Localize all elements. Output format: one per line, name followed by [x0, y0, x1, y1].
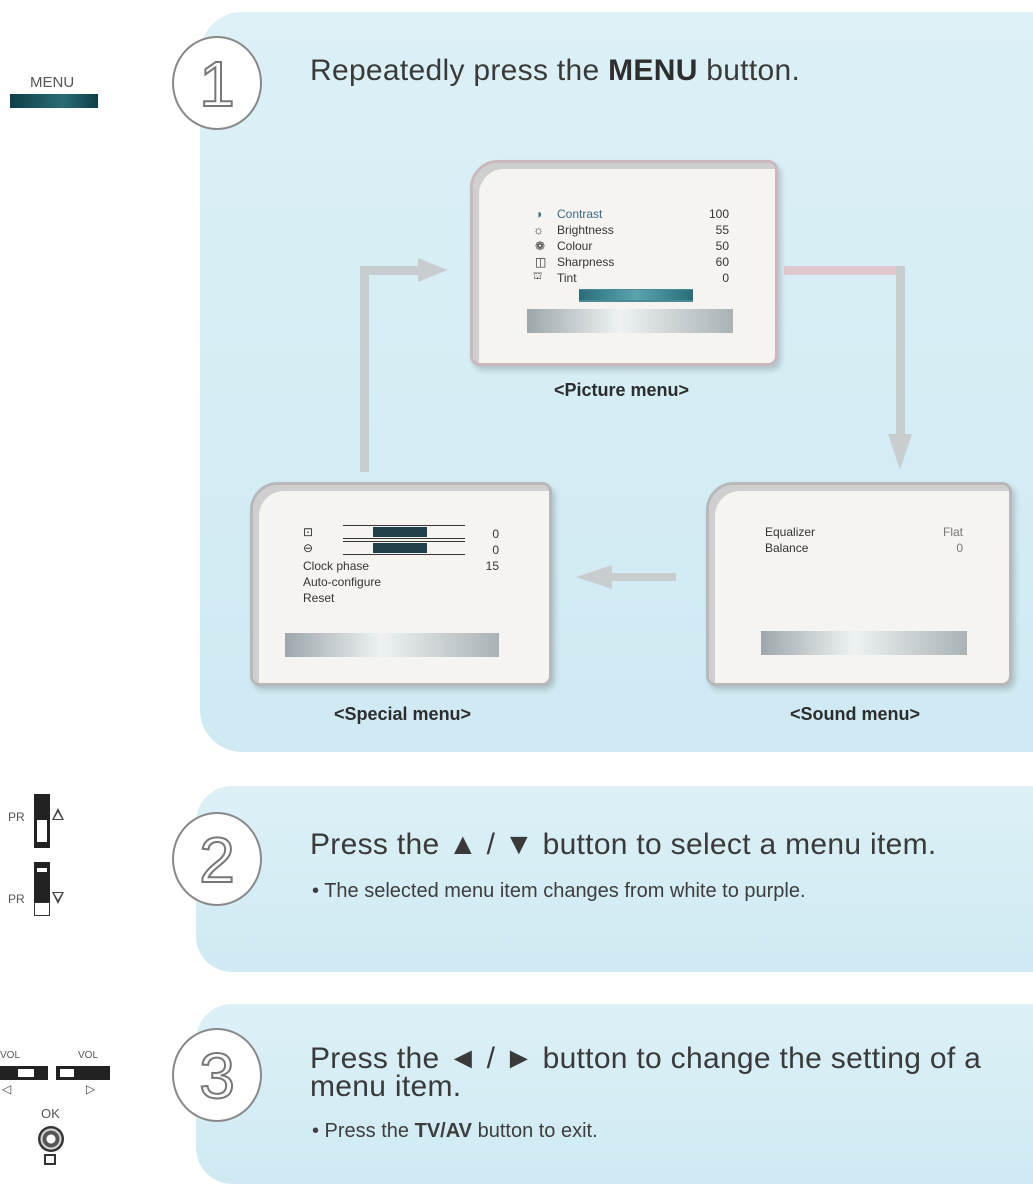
special-item-auto-configure[interactable]: Auto-configure — [303, 575, 382, 589]
picture-item-sharpness[interactable]: Sharpness — [557, 255, 615, 269]
picture-value-tint: 0 — [722, 271, 729, 285]
vol-left-button[interactable] — [0, 1066, 48, 1080]
special-value-2: 0 — [492, 543, 499, 557]
picture-help-bar — [527, 309, 733, 333]
pr-up-button[interactable] — [34, 794, 50, 848]
special-value-1: 0 — [492, 527, 499, 541]
special-bar-2 — [343, 541, 465, 555]
picture-value-colour: 50 — [715, 239, 729, 253]
arrow-right-icon — [418, 258, 448, 282]
sound-help-bar — [761, 631, 967, 655]
special-menu-screen: ⊡ 0 ⊖ 0 Clock phase 15 Auto-configure Re… — [250, 482, 552, 686]
flow-arrow-special-to-picture — [360, 270, 369, 472]
step1-title-bold: MENU — [608, 54, 698, 87]
flow-arrow-picture-to-sound — [784, 266, 904, 275]
step3-bullet-pre: • Press the — [312, 1120, 415, 1142]
step1-title: Repeatedly press the MENU button. — [310, 54, 800, 88]
picture-value-brightness: 55 — [715, 223, 729, 237]
sound-menu-caption: <Sound menu> — [790, 704, 921, 724]
sound-item-equalizer[interactable]: Equalizer — [765, 525, 816, 539]
brightness-icon: ☼ — [533, 223, 544, 237]
step3-title-line1: Press the ◄ / ► button to change the set… — [310, 1042, 982, 1075]
vol-left-label: VOL — [0, 1050, 21, 1061]
special-help-bar — [285, 633, 499, 657]
menu-button-label: MENU — [30, 74, 75, 91]
vposition-icon: ⊖ — [303, 541, 314, 555]
special-menu-caption: <Special menu> — [334, 704, 472, 724]
contrast-icon: ◑ — [535, 207, 543, 221]
picture-adjust-bar — [579, 289, 693, 302]
step2-bullet: • The selected menu item changes from wh… — [312, 880, 806, 902]
step3-bullet-bold: TV/AV — [414, 1120, 473, 1142]
flow-arrow-sound-to-special — [610, 573, 676, 581]
picture-item-contrast[interactable]: Contrast — [557, 207, 603, 221]
sound-menu-screen: Equalizer Flat Balance 0 — [706, 482, 1012, 686]
step2-title: Press the ▲ / ▼ button to select a menu … — [310, 828, 937, 861]
picture-menu-screen: ◑ Contrast 100 ☼ Brightness 55 ❁ Colour … — [470, 160, 778, 366]
pr-up-label: PR — [8, 810, 25, 824]
colour-icon: ❁ — [535, 239, 546, 253]
vol-right-label: VOL — [78, 1050, 99, 1061]
pr-down-button[interactable] — [34, 862, 50, 916]
picture-value-contrast: 100 — [708, 207, 729, 221]
sound-item-balance[interactable]: Balance — [765, 541, 809, 555]
triangle-left-icon: ◁ — [2, 1082, 12, 1096]
tint-icon: ⛫ — [533, 271, 543, 282]
hposition-icon: ⊡ — [303, 525, 314, 539]
picture-menu-caption: <Picture menu> — [554, 380, 690, 400]
step3-bullet: • Press the TV/AV button to exit. — [312, 1120, 598, 1143]
sharpness-icon: ◫ — [535, 255, 547, 269]
triangle-right-icon: ▷ — [86, 1082, 96, 1096]
ok-button[interactable] — [38, 1126, 64, 1152]
menu-button[interactable] — [10, 94, 98, 108]
picture-value-sharpness: 60 — [715, 255, 729, 269]
step1-title-pre: Repeatedly press the — [310, 54, 609, 87]
step3-number: 3 — [172, 1028, 262, 1122]
step3-bullet-post: button to exit. — [472, 1120, 598, 1142]
special-value-clock-phase: 15 — [485, 559, 499, 573]
step3-panel — [196, 1004, 1033, 1184]
ok-label: OK — [41, 1106, 60, 1121]
arrow-left-icon — [576, 565, 612, 589]
special-bar-1 — [343, 525, 465, 539]
step2-number: 2 — [172, 812, 262, 906]
step3-title-line2: menu item. — [310, 1070, 462, 1103]
vol-right-button[interactable] — [56, 1066, 110, 1080]
picture-item-brightness[interactable]: Brightness — [557, 223, 614, 237]
step2-panel — [196, 786, 1033, 972]
ok-square-icon — [44, 1154, 56, 1165]
sound-value-equalizer: Flat — [942, 525, 963, 539]
sound-value-balance: 0 — [956, 541, 963, 555]
picture-item-tint[interactable]: Tint — [557, 271, 577, 285]
pr-down-label: PR — [8, 892, 25, 906]
picture-item-colour[interactable]: Colour — [557, 239, 593, 253]
arrow-down-icon — [888, 434, 912, 470]
step1-number: 1 — [172, 36, 262, 130]
special-item-clock-phase[interactable]: Clock phase — [303, 559, 370, 573]
special-item-reset[interactable]: Reset — [303, 591, 335, 605]
step1-title-post: button. — [697, 54, 801, 87]
